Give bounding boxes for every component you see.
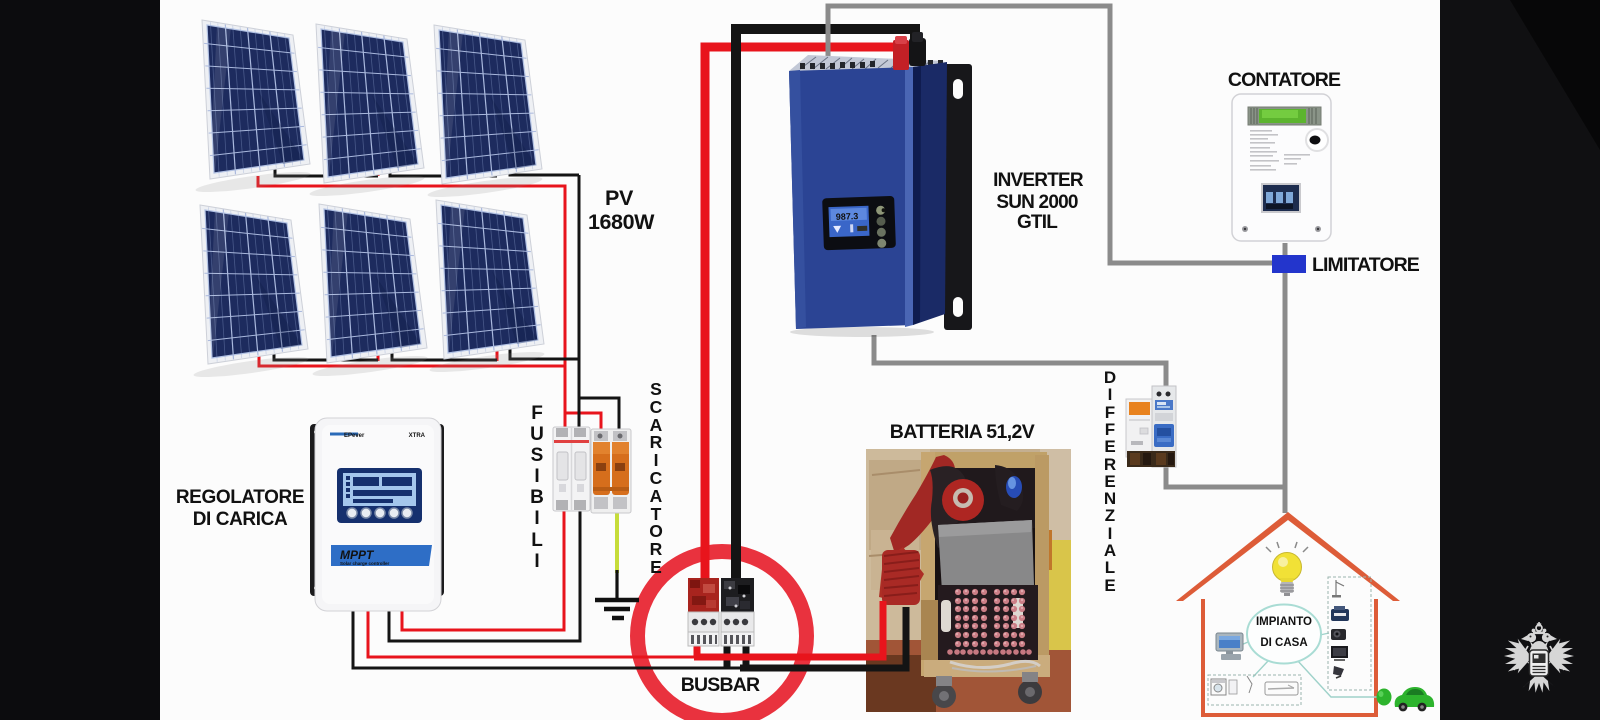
svg-text:O: O xyxy=(649,521,663,541)
svg-text:F: F xyxy=(531,403,543,424)
svg-text:DI CARICA: DI CARICA xyxy=(193,509,288,530)
svg-text:I: I xyxy=(534,508,539,529)
svg-text:T: T xyxy=(651,504,662,524)
svg-text:S: S xyxy=(650,379,662,399)
svg-text:L: L xyxy=(531,530,543,551)
svg-text:IMPIANTO: IMPIANTO xyxy=(1256,616,1312,628)
svg-text:I: I xyxy=(534,466,539,487)
svg-text:A: A xyxy=(650,415,663,435)
svg-text:C: C xyxy=(650,468,663,488)
svg-text:B: B xyxy=(530,487,544,508)
svg-text:CONTATORE: CONTATORE xyxy=(1228,69,1341,91)
svg-text:1680W: 1680W xyxy=(588,210,655,234)
svg-text:987.3: 987.3 xyxy=(836,211,859,222)
svg-text:SUN 2000: SUN 2000 xyxy=(996,192,1077,213)
svg-text:Solar charge controller: Solar charge controller xyxy=(340,561,390,566)
svg-text:XTRA: XTRA xyxy=(409,433,426,439)
svg-text:F: F xyxy=(1105,403,1115,422)
svg-text:F: F xyxy=(1105,420,1115,439)
svg-text:BUSBAR: BUSBAR xyxy=(681,674,760,696)
svg-text:BATTERIA 51,2V: BATTERIA 51,2V xyxy=(890,421,1035,443)
svg-text:R: R xyxy=(1104,455,1116,474)
svg-text:I: I xyxy=(1108,385,1113,404)
svg-text:L: L xyxy=(1105,558,1115,577)
svg-text:LIMITATORE: LIMITATORE xyxy=(1312,254,1420,276)
svg-text:DI CASA: DI CASA xyxy=(1260,637,1307,649)
svg-text:R: R xyxy=(650,539,663,559)
svg-text:EPever: EPever xyxy=(344,433,365,439)
svg-text:C: C xyxy=(650,397,663,417)
svg-text:Z: Z xyxy=(1105,506,1115,525)
svg-text:E: E xyxy=(1104,472,1115,491)
svg-text:A: A xyxy=(1104,541,1116,560)
svg-text:GTIL: GTIL xyxy=(1017,212,1058,233)
svg-text:E: E xyxy=(1104,437,1115,456)
svg-text:N: N xyxy=(1104,489,1116,508)
svg-text:PV: PV xyxy=(605,186,634,210)
svg-text:I: I xyxy=(534,551,539,572)
svg-text:REGOLATORE: REGOLATORE xyxy=(176,487,304,508)
svg-text:E: E xyxy=(650,557,662,577)
svg-text:A: A xyxy=(650,486,663,506)
svg-text:MPPT: MPPT xyxy=(340,548,375,562)
svg-text:D: D xyxy=(1104,368,1116,387)
svg-text:E: E xyxy=(1104,576,1115,595)
svg-text:INVERTER: INVERTER xyxy=(993,170,1084,191)
svg-text:I: I xyxy=(1108,524,1113,543)
svg-text:R: R xyxy=(650,432,663,452)
svg-text:S: S xyxy=(531,445,544,466)
svg-text:I: I xyxy=(654,450,659,470)
svg-text:U: U xyxy=(530,424,544,445)
